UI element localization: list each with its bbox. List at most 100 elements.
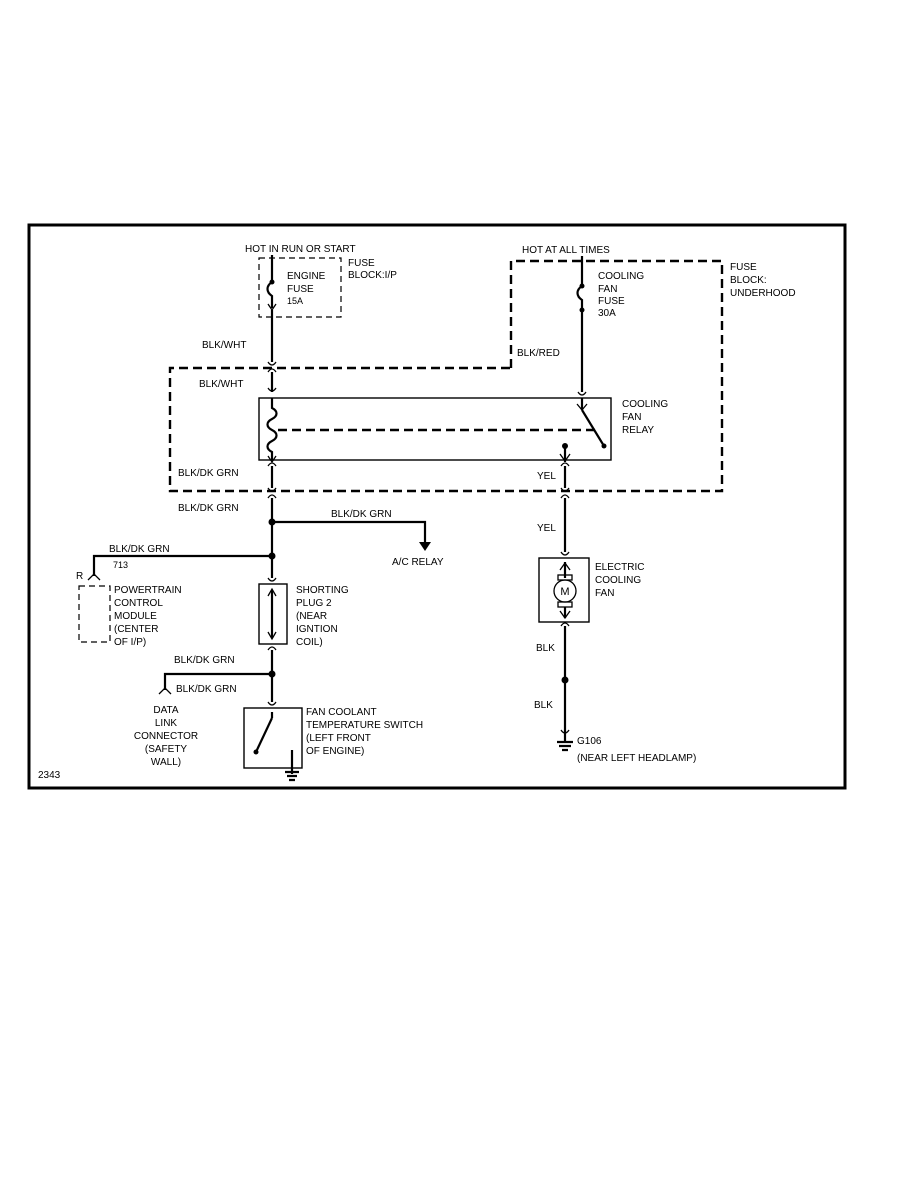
- engine-fuse-label-3: 15A: [287, 296, 303, 306]
- wire-label-blk-red: BLK/RED: [517, 348, 560, 359]
- shorting-plug-label-2: PLUG 2: [296, 598, 332, 609]
- pcm-label-2: CONTROL: [114, 598, 163, 609]
- motor-arrow-top: [559, 561, 571, 571]
- fan-coolant-switch-label-2: TEMPERATURE SWITCH: [306, 720, 423, 731]
- engine-fuse-symbol: [266, 266, 274, 308]
- connector-r1: [577, 391, 587, 396]
- engine-fuse-label-2: FUSE: [287, 284, 314, 295]
- relay-coil: [266, 398, 278, 460]
- dlc-label-4: (SAFETY: [145, 744, 188, 755]
- pcm-label-1: POWERTRAIN: [114, 585, 182, 596]
- dlc-connector: [158, 687, 172, 695]
- circuit-number-label: 713: [113, 560, 128, 570]
- fan-coolant-switch-label-3: (LEFT FRONT: [306, 733, 371, 744]
- wire-label-blk-wht-1: BLK/WHT: [202, 340, 246, 351]
- shorting-plug-box: [258, 583, 288, 645]
- connector-c6: [267, 646, 277, 651]
- relay-contact-arm: [581, 409, 605, 447]
- dlc-label-3: CONNECTOR: [134, 731, 198, 742]
- relay-contact-arrow: [576, 403, 588, 412]
- ground-label-1: G106: [577, 736, 602, 747]
- motor-brush-bottom: [557, 601, 573, 608]
- relay-contact-end: [601, 443, 607, 449]
- wire-label-yel-1: YEL: [537, 471, 556, 482]
- connector-c5: [267, 577, 277, 582]
- connector-r2: [560, 462, 570, 492]
- switch-ground-icon: [285, 770, 299, 782]
- wire-ac-relay: [272, 520, 427, 542]
- relay-output-arrow: [559, 453, 571, 463]
- fan-coolant-switch-label-1: FAN COOLANT: [306, 707, 377, 718]
- cooling-fan-fuse-terminal-2: [579, 307, 585, 313]
- electric-cooling-fan-label-2: COOLING: [595, 575, 641, 586]
- connector-c2: [267, 387, 277, 392]
- connector-c3: [267, 462, 277, 492]
- fuse-block-ip-label-1: FUSE: [348, 258, 375, 269]
- connector-c4: [267, 494, 277, 499]
- electric-cooling-fan-label-3: FAN: [595, 588, 614, 599]
- diagram-id-label: 2343: [38, 770, 61, 781]
- cooling-fan-relay-label-2: FAN: [622, 412, 641, 423]
- connector-r4: [560, 551, 570, 556]
- wire-label-blk-dk-grn-ac: BLK/DK GRN: [331, 509, 392, 520]
- cooling-fan-fuse-terminal: [579, 283, 585, 289]
- wire-label-blk-dk-grn-dlc: BLK/DK GRN: [176, 684, 237, 695]
- cooling-fan-fuse-label-3: FUSE: [598, 296, 625, 307]
- cooling-fan-relay-label-3: RELAY: [622, 425, 654, 436]
- wire-label-yel-2: YEL: [537, 523, 556, 534]
- wire-label-blk-1: BLK: [536, 643, 555, 654]
- ac-relay-arrow: [419, 542, 431, 551]
- connector-r5: [560, 622, 570, 627]
- ac-relay-label: A/C RELAY: [392, 557, 444, 568]
- cooling-fan-fuse-label-4: 30A: [598, 308, 616, 319]
- shorting-plug-label-3: (NEAR: [296, 611, 327, 622]
- engine-fuse-terminal: [269, 279, 275, 285]
- relay-coil-arrow: [267, 455, 277, 464]
- shorting-plug-label-4: IGNTION: [296, 624, 338, 635]
- fuse-block-ip-box: [258, 257, 342, 318]
- electric-cooling-fan-box: [538, 557, 590, 623]
- shorting-plug-arrows: [267, 587, 277, 641]
- diagram-frame: [27, 223, 847, 790]
- motor-symbol: M: [560, 586, 569, 598]
- engine-fuse-label-1: ENGINE: [287, 271, 326, 282]
- cooling-fan-fuse-label-1: COOLING: [598, 271, 644, 282]
- fuse-block-underhood-box: [168, 259, 724, 493]
- connector-c7: [267, 701, 277, 706]
- splice-blk: [561, 676, 569, 684]
- pcm-connector: [87, 573, 101, 581]
- dlc-label-5: WALL): [151, 757, 181, 768]
- wire-label-blk-dk-grn-1: BLK/DK GRN: [178, 468, 239, 479]
- shorting-plug-label-5: COIL): [296, 637, 323, 648]
- cooling-fan-relay-box: [258, 397, 612, 461]
- switch-terminal: [253, 749, 259, 755]
- pcm-box: [78, 585, 111, 643]
- hot-run-start-label: HOT IN RUN OR START: [245, 244, 356, 255]
- pcm-label-4: (CENTER: [114, 624, 158, 635]
- hot-all-times-label: HOT AT ALL TIMES: [522, 245, 610, 256]
- shorting-plug-label-1: SHORTING: [296, 585, 349, 596]
- cooling-fan-relay-label-1: COOLING: [622, 399, 668, 410]
- ground-label-2: (NEAR LEFT HEADLAMP): [577, 753, 696, 764]
- connector-c1: [267, 361, 277, 373]
- pcm-pin-label: R: [76, 571, 83, 582]
- connector-r3: [560, 494, 570, 499]
- fan-coolant-switch-box: [243, 707, 303, 769]
- pcm-label-5: OF I/P): [114, 637, 146, 648]
- electric-cooling-fan-label-1: ELECTRIC: [595, 562, 644, 573]
- fuse-block-underhood-label-3: UNDERHOOD: [730, 288, 796, 299]
- fuse-block-underhood-label-1: FUSE: [730, 262, 757, 273]
- motor-arrow-bottom: [559, 610, 571, 620]
- wire-label-blk-wht-2: BLK/WHT: [199, 379, 243, 390]
- fan-coolant-switch-label-4: OF ENGINE): [306, 746, 364, 757]
- pcm-label-3: MODULE: [114, 611, 157, 622]
- connector-r6: [560, 729, 570, 734]
- ground-g106-icon: [557, 736, 573, 752]
- fuse-block-ip-label-2: BLOCK:I/P: [348, 270, 397, 281]
- wire-label-blk-dk-grn-3: BLK/DK GRN: [174, 655, 235, 666]
- fuse-block-underhood-label-2: BLOCK:: [730, 275, 767, 286]
- switch-contact: [255, 717, 273, 753]
- dlc-label-1: DATA: [153, 705, 179, 716]
- wire-dlc: [163, 672, 272, 690]
